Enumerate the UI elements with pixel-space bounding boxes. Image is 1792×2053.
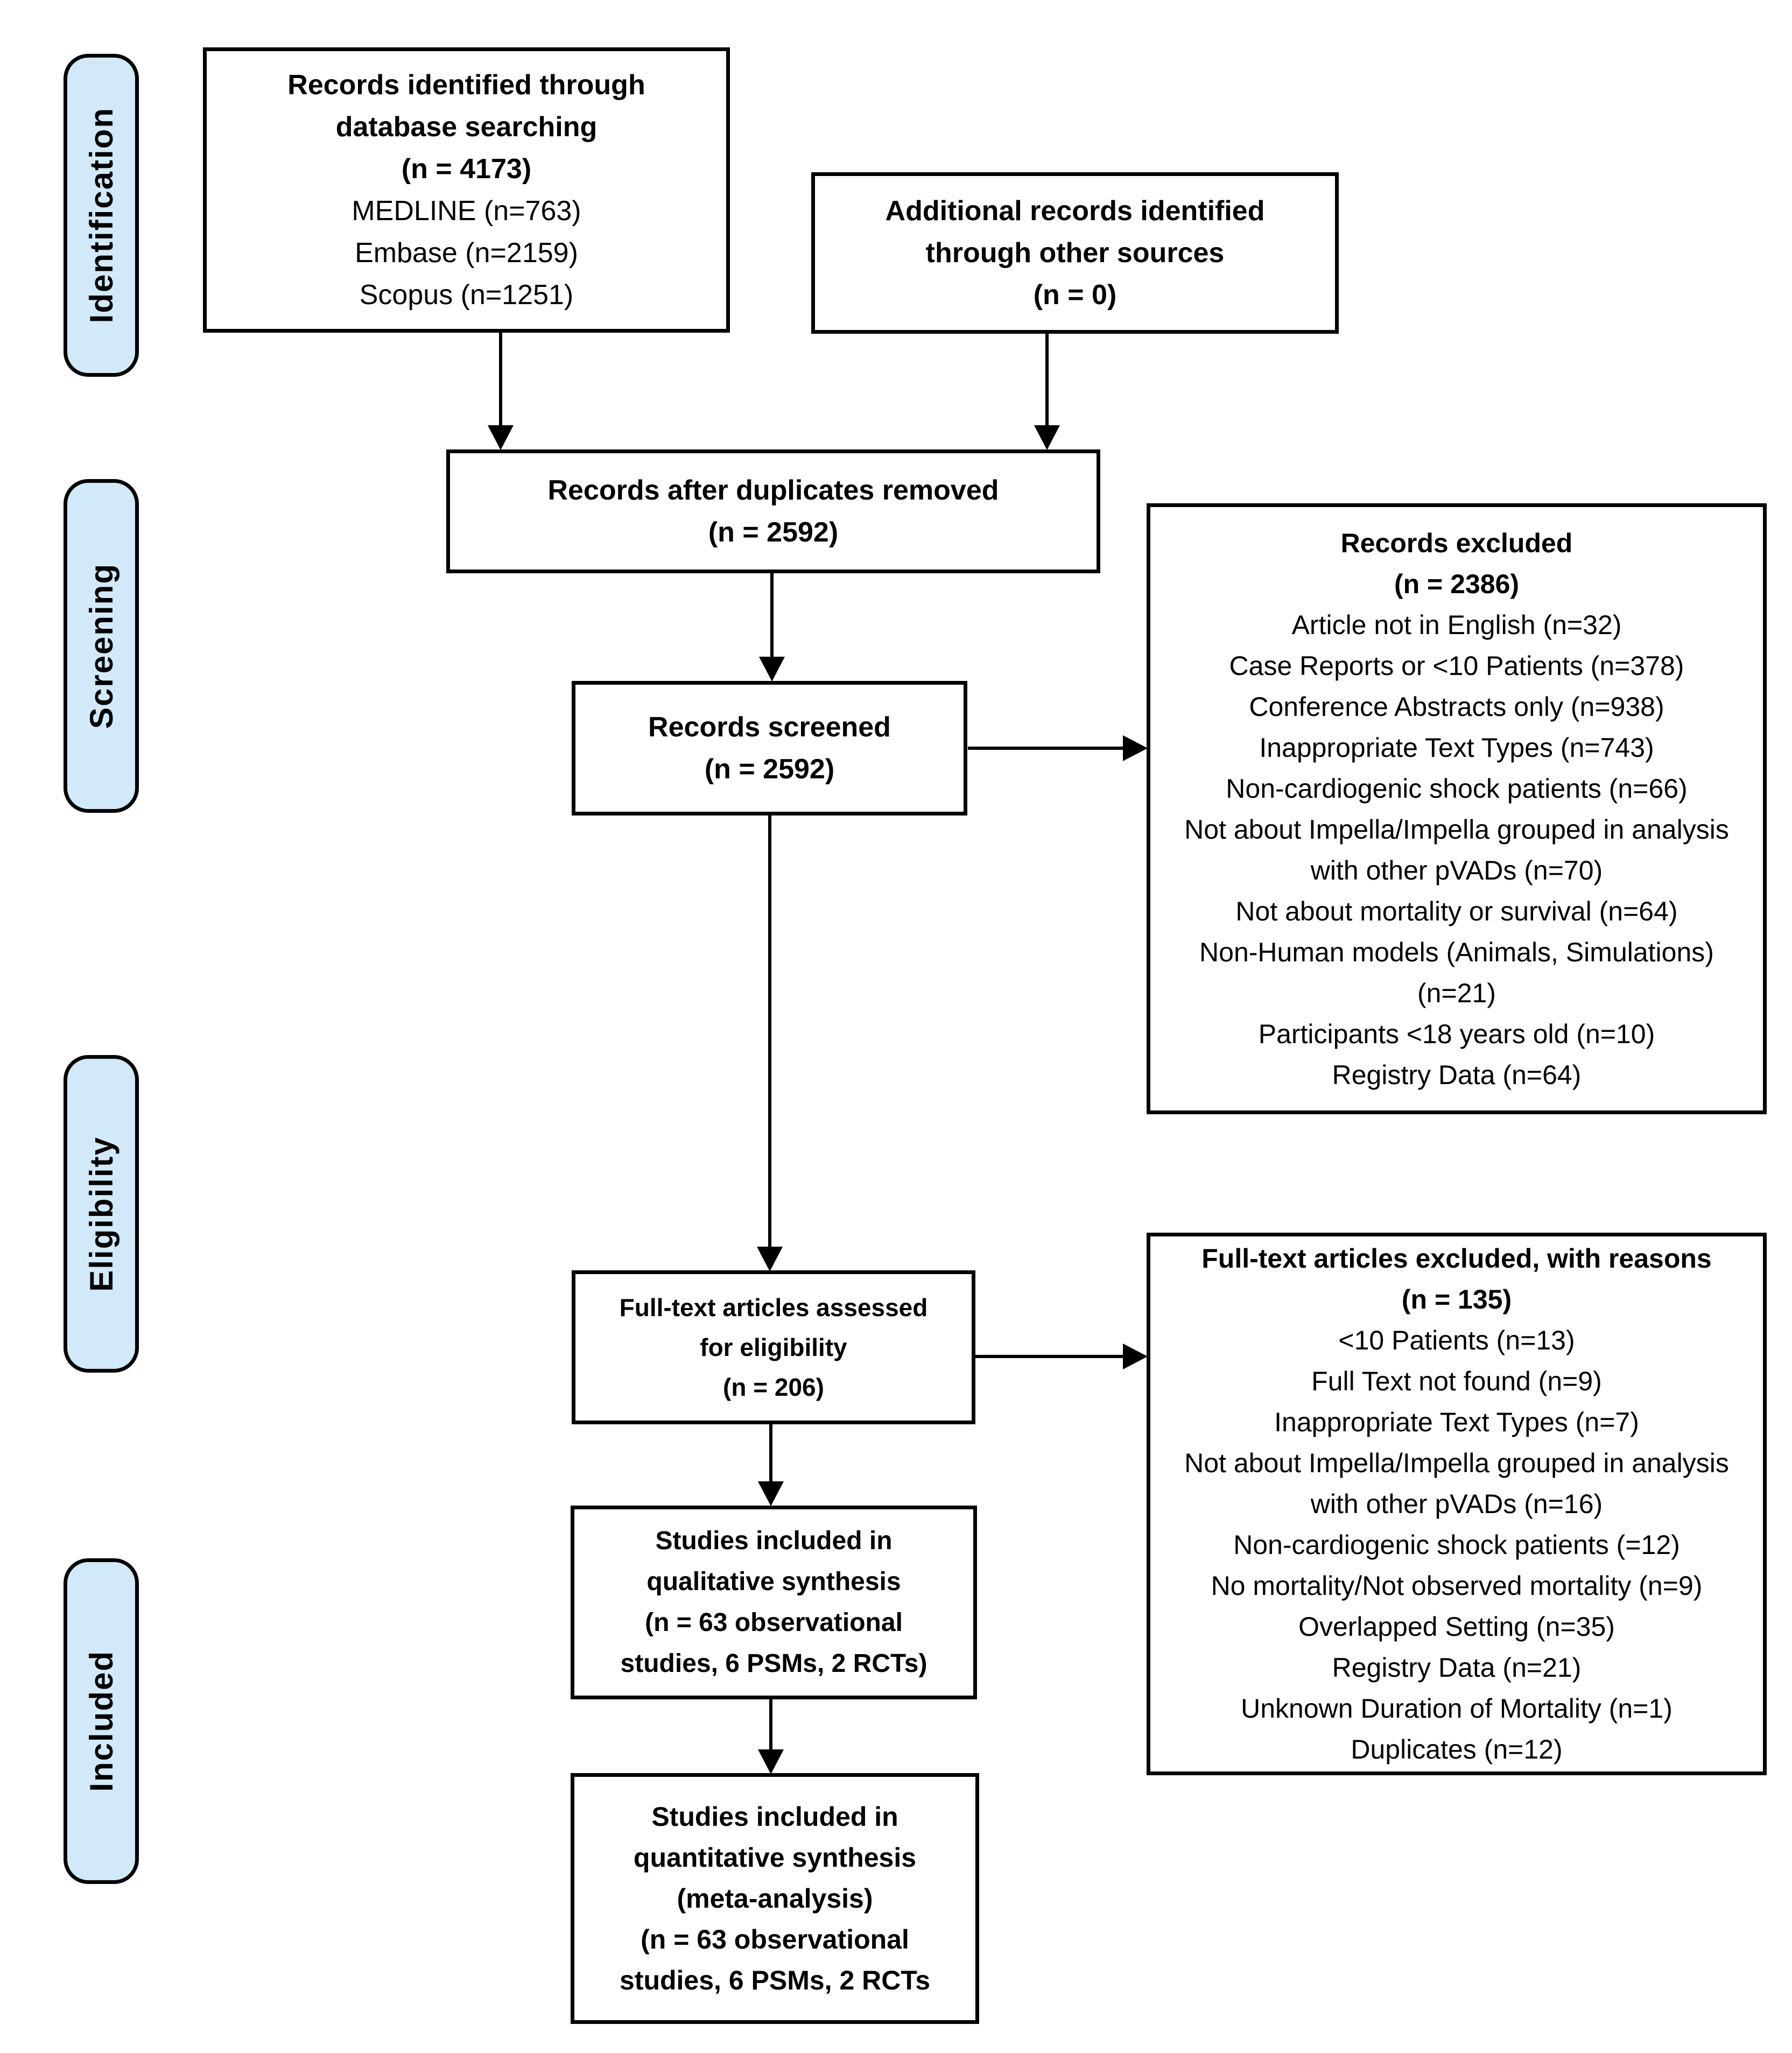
stage-label-included-text: Included bbox=[83, 1650, 120, 1792]
stage-label-identification-text: Identification bbox=[83, 107, 120, 324]
arrow-identified-to-duplicates bbox=[499, 333, 502, 427]
arrow-duplicates-to-screened-head-icon bbox=[759, 657, 785, 681]
arrow-screened-to-fulltext bbox=[768, 815, 771, 1248]
box-duplicates-removed-text: Records after duplicates removed(n = 259… bbox=[547, 475, 999, 548]
arrow-identified-to-duplicates-head-icon bbox=[488, 425, 514, 450]
arrow-duplicates-to-screened bbox=[770, 573, 774, 658]
box-records-excluded-title: Records excluded(n = 2386) bbox=[1340, 528, 1573, 599]
box-records-screened-text: Records screened(n = 2592) bbox=[648, 712, 891, 785]
arrow-fulltext-to-qualitative-head-icon bbox=[758, 1481, 784, 1506]
arrow-fulltext-to-excluded bbox=[975, 1355, 1125, 1358]
box-duplicates-removed: Records after duplicates removed(n = 259… bbox=[446, 449, 1100, 573]
stage-label-identification: Identification bbox=[64, 54, 139, 377]
stage-label-screening: Screening bbox=[64, 479, 139, 813]
stage-label-eligibility-text: Eligibility bbox=[83, 1136, 120, 1292]
arrow-fulltext-to-excluded-head-icon bbox=[1123, 1344, 1148, 1369]
stage-label-included: Included bbox=[64, 1558, 139, 1884]
box-fulltext-excluded-reasons: <10 Patients (n=13)Full Text not found (… bbox=[1184, 1325, 1729, 1764]
box-fulltext-excluded-title: Full-text articles excluded, with reason… bbox=[1201, 1243, 1712, 1314]
arrow-screened-to-fulltext-head-icon bbox=[757, 1247, 783, 1271]
stage-label-eligibility: Eligibility bbox=[64, 1055, 139, 1373]
arrow-qualitative-to-quantitative-head-icon bbox=[758, 1749, 784, 1774]
arrow-fulltext-to-qualitative bbox=[769, 1424, 772, 1483]
arrow-screened-to-excluded-head-icon bbox=[1123, 735, 1148, 761]
box-records-identified-sources: MEDLINE (n=763)Embase (n=2159)Scopus (n=… bbox=[352, 195, 581, 311]
arrow-qualitative-to-quantitative bbox=[769, 1699, 772, 1752]
box-fulltext-excluded: Full-text articles excluded, with reason… bbox=[1147, 1233, 1767, 1775]
arrow-screened-to-excluded bbox=[968, 747, 1125, 750]
box-records-excluded-reasons: Article not in English (n=32)Case Report… bbox=[1184, 609, 1729, 1090]
box-records-excluded: Records excluded(n = 2386) Article not i… bbox=[1147, 503, 1767, 1114]
arrow-additional-to-duplicates bbox=[1045, 334, 1049, 427]
box-records-screened: Records screened(n = 2592) bbox=[572, 681, 967, 815]
stage-label-screening-text: Screening bbox=[83, 563, 120, 729]
arrow-additional-to-duplicates-head-icon bbox=[1034, 425, 1060, 450]
